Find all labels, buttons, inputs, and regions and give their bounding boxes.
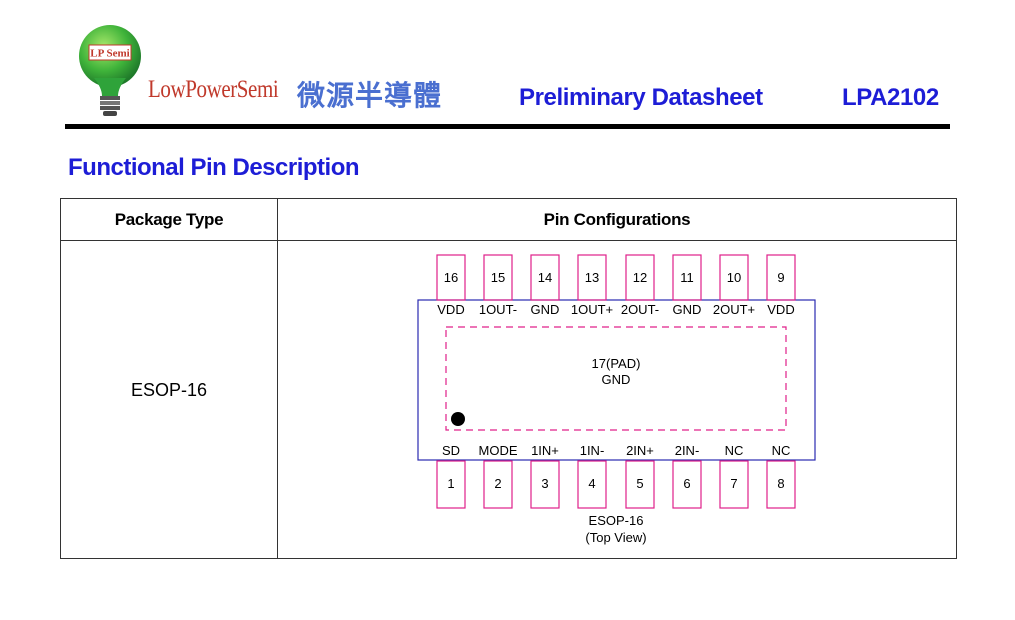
pin-lead bbox=[483, 254, 513, 301]
section-title: Functional Pin Description bbox=[68, 154, 360, 181]
logo-bulb-icon: LP Semi bbox=[79, 25, 141, 116]
pin-name: 2IN+ bbox=[626, 443, 654, 458]
pin-1: SD 1 bbox=[436, 443, 466, 509]
brand-name-english: LowPowerSemi bbox=[148, 76, 279, 103]
header-divider bbox=[65, 124, 950, 129]
document-title: Preliminary Datasheet bbox=[519, 84, 763, 111]
part-number: LPA2102 bbox=[842, 84, 939, 111]
pin-name: VDD bbox=[437, 302, 464, 317]
pin1-marker-dot bbox=[451, 412, 465, 426]
pin-name: VDD bbox=[767, 302, 794, 317]
chip-body bbox=[417, 299, 816, 461]
pin-name: GND bbox=[531, 302, 560, 317]
pin-lead bbox=[672, 254, 702, 301]
pin-name: GND bbox=[673, 302, 702, 317]
pin-name: 1OUT- bbox=[479, 302, 517, 317]
pin-7: NC 7 bbox=[719, 443, 749, 509]
pin-name: 2OUT- bbox=[621, 302, 659, 317]
pin-name: 1OUT+ bbox=[571, 302, 613, 317]
pin-5: 2IN+ 5 bbox=[625, 443, 655, 509]
pin-number: 13 bbox=[585, 270, 599, 285]
pin-lead bbox=[719, 254, 749, 301]
pin-number: 9 bbox=[777, 270, 784, 285]
pin-number: 11 bbox=[680, 270, 694, 285]
pin-8: NC 8 bbox=[766, 443, 796, 509]
pin-number: 7 bbox=[730, 476, 737, 491]
pin-number: 4 bbox=[588, 476, 595, 491]
package-type-value: ESOP-16 bbox=[130, 380, 208, 400]
pin-number: 6 bbox=[683, 476, 690, 491]
pin-name: 2OUT+ bbox=[713, 302, 755, 317]
pin-name: 1IN+ bbox=[531, 443, 559, 458]
exposed-pad-outline bbox=[445, 326, 787, 431]
pin-6: 2IN- 6 bbox=[672, 443, 702, 509]
pin-lead bbox=[577, 460, 607, 509]
pad-net-label: GND bbox=[602, 372, 631, 387]
header-pin-configurations: Pin Configurations bbox=[543, 210, 691, 229]
pin-number: 16 bbox=[444, 270, 458, 285]
pin-number: 2 bbox=[494, 476, 501, 491]
pin-number: 14 bbox=[538, 270, 552, 285]
pin-lead bbox=[625, 460, 655, 509]
pin-lead bbox=[436, 460, 466, 509]
pin-2: MODE 2 bbox=[479, 443, 518, 509]
pin-3: 1IN+ 3 bbox=[530, 443, 560, 509]
pin-12: 12 2OUT- bbox=[621, 254, 659, 317]
pad-label: 17(PAD) bbox=[592, 356, 641, 371]
pin-lead bbox=[672, 460, 702, 509]
pin-number: 15 bbox=[491, 270, 505, 285]
logo-badge-text: LP Semi bbox=[90, 48, 129, 60]
pin-name: NC bbox=[725, 443, 744, 458]
pin-number: 1 bbox=[447, 476, 454, 491]
pin-15: 15 1OUT- bbox=[479, 254, 517, 317]
pin-lead bbox=[530, 460, 560, 509]
pin-lead bbox=[625, 254, 655, 301]
pin-lead bbox=[719, 460, 749, 509]
pin-description-table: Package Type Pin Configurations ESOP-16 … bbox=[60, 198, 957, 559]
pin-name: SD bbox=[442, 443, 460, 458]
header-package-type: Package Type bbox=[114, 210, 224, 229]
pin-lead bbox=[436, 254, 466, 301]
pin-name: 1IN- bbox=[580, 443, 605, 458]
pin-number: 10 bbox=[727, 270, 741, 285]
pin-number: 12 bbox=[633, 270, 647, 285]
pin-number: 3 bbox=[541, 476, 548, 491]
pin-4: 1IN- 4 bbox=[577, 443, 607, 509]
pin-lead bbox=[530, 254, 560, 301]
brand-name-chinese: 微源半導體 bbox=[297, 79, 443, 112]
pin-name: MODE bbox=[479, 443, 518, 458]
pin-13: 13 1OUT+ bbox=[571, 254, 613, 317]
diagram-caption-view: (Top View) bbox=[585, 530, 646, 545]
pin-diagram: 17(PAD) GND 16VDD151OUT-14GND131OUT+122O… bbox=[417, 254, 816, 545]
pin-number: 8 bbox=[777, 476, 784, 491]
pin-lead bbox=[766, 254, 796, 301]
pin-lead bbox=[483, 460, 513, 509]
pin-lead bbox=[766, 460, 796, 509]
pin-lead bbox=[577, 254, 607, 301]
pin-name: NC bbox=[772, 443, 791, 458]
pin-10: 10 2OUT+ bbox=[713, 254, 755, 317]
pin-name: 2IN- bbox=[675, 443, 700, 458]
table-column-divider bbox=[277, 199, 278, 558]
pin-number: 5 bbox=[636, 476, 643, 491]
diagram-caption-package: ESOP-16 bbox=[589, 513, 644, 528]
table-header-divider bbox=[61, 240, 956, 241]
